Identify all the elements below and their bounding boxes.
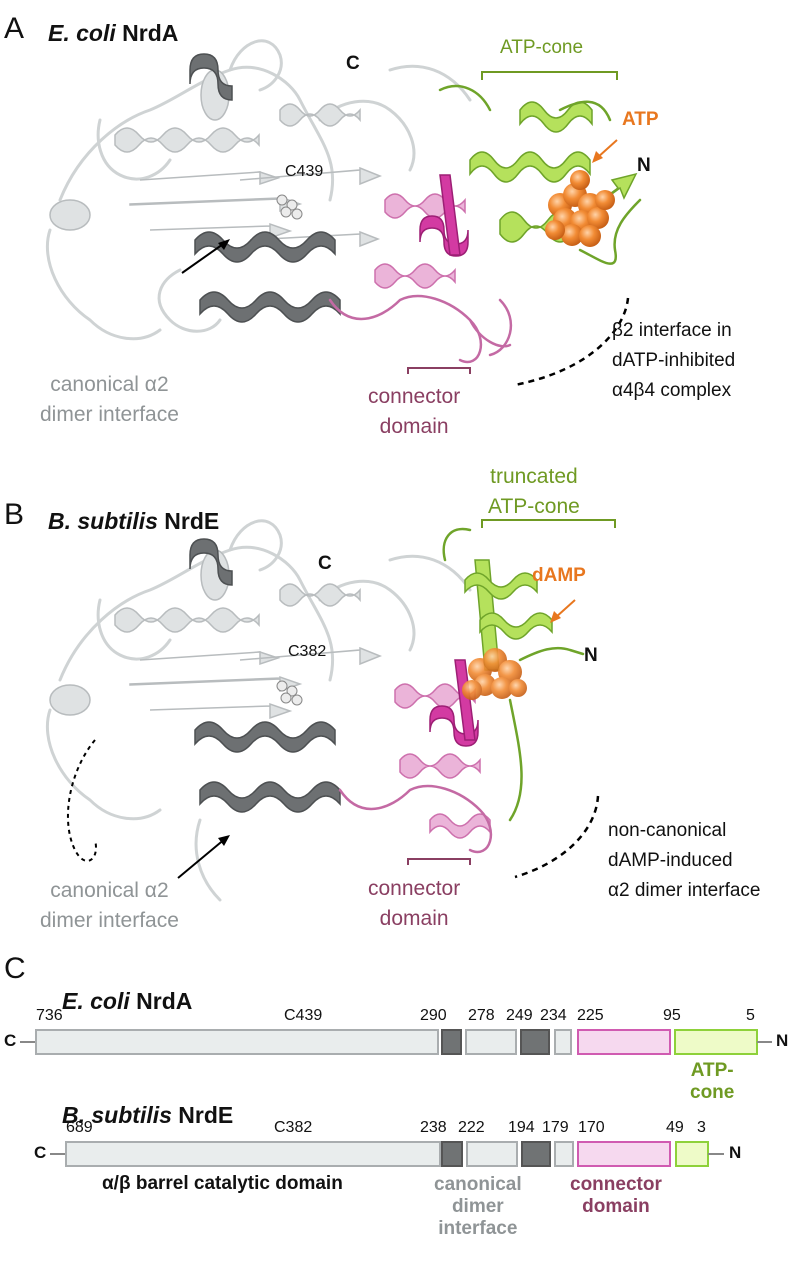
bsub-num-689: 689 [66, 1119, 93, 1136]
atp-spheres [545, 170, 615, 247]
bsub-domain-bar [50, 1141, 724, 1167]
panel-a-c-terminus: C [346, 53, 360, 74]
panel-a-atp-cone-label: ATP-cone [500, 37, 584, 58]
panel-b-atp-cone-line2: ATP-cone [488, 495, 580, 518]
legend-canonical-line3: interface [438, 1218, 518, 1239]
panel-b-canonical-label: canonical α2 dimer interface [40, 876, 179, 936]
legend-canonical-line1: canonical [434, 1174, 522, 1195]
panel-b-structure [45, 519, 585, 902]
legend-canonical-line2: dimer [451, 1196, 504, 1217]
panel-b-noncanonical-label: non-canonical dAMP-induced α2 dimer inte… [608, 816, 761, 906]
panel-a-active-cys: C439 [285, 163, 324, 180]
panel-b-atp-cone-label: truncated ATP-cone [488, 462, 580, 522]
ecoli-num-225: 225 [577, 1007, 604, 1024]
panel-a-species: E. coli [48, 20, 116, 46]
panel-a-structure [45, 39, 642, 364]
bsub-num-222: 222 [458, 1119, 485, 1136]
bsub-num-194: 194 [508, 1119, 535, 1136]
ecoli-bar-title: E. coli NrdA [62, 990, 192, 1013]
ecoli-num-c439: C439 [284, 1007, 323, 1024]
panel-b-title: B. subtilis NrdE [48, 510, 219, 533]
bsub-num-170: 170 [578, 1119, 605, 1136]
bsub-num-c382: C382 [274, 1119, 313, 1136]
ecoli-atp-cone-line1: ATP- [690, 1060, 734, 1081]
bsub-num-49: 49 [666, 1119, 684, 1136]
panel-a-connector-label: connector domain [368, 382, 460, 442]
bsub-bar-species: B. subtilis [62, 1102, 172, 1128]
bsub-bar-title: B. subtilis NrdE [62, 1104, 233, 1127]
panel-a-title: E. coli NrdA [48, 22, 178, 45]
panel-a-canonical-line2: dimer interface [40, 403, 179, 426]
legend-connector-line1: connector [570, 1174, 662, 1195]
bsub-num-238: 238 [420, 1119, 447, 1136]
panel-a-n-terminus: N [637, 155, 651, 176]
panel-b-protein: NrdE [164, 508, 220, 534]
bsub-num-3: 3 [697, 1119, 706, 1136]
panel-letter-b: B [4, 498, 25, 531]
panel-b-noncanonical-line3: α2 dimer interface [608, 880, 761, 901]
panel-a-beta-line1: β2 interface in [612, 320, 732, 341]
panel-a-canonical-label: canonical α2 dimer interface [40, 370, 179, 430]
panel-b-c-terminus: C [318, 553, 332, 574]
bsub-n-label: N [729, 1143, 742, 1162]
ecoli-domain-bar [20, 1029, 772, 1055]
ecoli-n-label: N [776, 1031, 789, 1050]
panel-letter-c: C [4, 952, 26, 985]
legend-connector-line2: domain [582, 1196, 650, 1217]
legend-connector-domain: connector domain [570, 1174, 662, 1218]
panel-a-canonical-line1: canonical α2 [50, 373, 169, 396]
ecoli-num-95: 95 [663, 1007, 681, 1024]
ecoli-num-234: 234 [540, 1007, 567, 1024]
bsub-bar-protein: NrdE [178, 1102, 234, 1128]
legend-catalytic-domain: α/β barrel catalytic domain [102, 1173, 343, 1194]
panel-b-connector-line1: connector [368, 877, 461, 900]
panel-b-noncanonical-line1: non-canonical [608, 820, 727, 841]
panel-a-connector-line2: domain [379, 415, 449, 438]
ecoli-atp-cone-label: ATP- cone [690, 1060, 734, 1104]
damp-spheres [462, 648, 527, 700]
panel-b-n-terminus: N [584, 645, 598, 666]
panel-b-damp-label: dAMP [532, 565, 586, 586]
bsub-num-179: 179 [542, 1119, 569, 1136]
ecoli-num-278: 278 [468, 1007, 495, 1024]
panel-a-beta-interface-label: β2 interface in dATP-inhibited α4β4 comp… [612, 316, 735, 406]
panel-b-canonical-line1: canonical α2 [50, 879, 169, 902]
panel-b-canonical-line2: dimer interface [40, 909, 179, 932]
panel-a-beta-line2: dATP-inhibited [612, 350, 736, 371]
ecoli-bar-protein: NrdA [136, 988, 193, 1014]
ecoli-bar-species: E. coli [62, 988, 130, 1014]
panel-b-connector-label: connector domain [368, 874, 460, 934]
ecoli-num-736: 736 [36, 1007, 63, 1024]
panel-a-connector-line1: connector [368, 385, 461, 408]
panel-a-beta-line3: α4β4 complex [612, 380, 732, 401]
ecoli-num-249: 249 [506, 1007, 533, 1024]
panel-b-connector-line2: domain [379, 907, 449, 930]
ecoli-c-label: C [4, 1031, 17, 1050]
panel-b-atp-cone-line1: truncated [490, 465, 578, 488]
bsub-c-label: C [34, 1143, 47, 1162]
panel-a-atp-label: ATP [622, 109, 659, 130]
ecoli-num-5: 5 [746, 1007, 755, 1024]
legend-canonical-interface: canonical dimer interface [434, 1174, 522, 1240]
panel-b-noncanonical-line2: dAMP-induced [608, 850, 733, 871]
panel-b-species: B. subtilis [48, 508, 158, 534]
ecoli-num-290: 290 [420, 1007, 447, 1024]
panel-letter-a: A [4, 12, 25, 45]
panel-a-protein: NrdA [122, 20, 179, 46]
ecoli-atp-cone-line2: cone [690, 1082, 735, 1103]
panel-b-active-cys: C382 [288, 643, 327, 660]
